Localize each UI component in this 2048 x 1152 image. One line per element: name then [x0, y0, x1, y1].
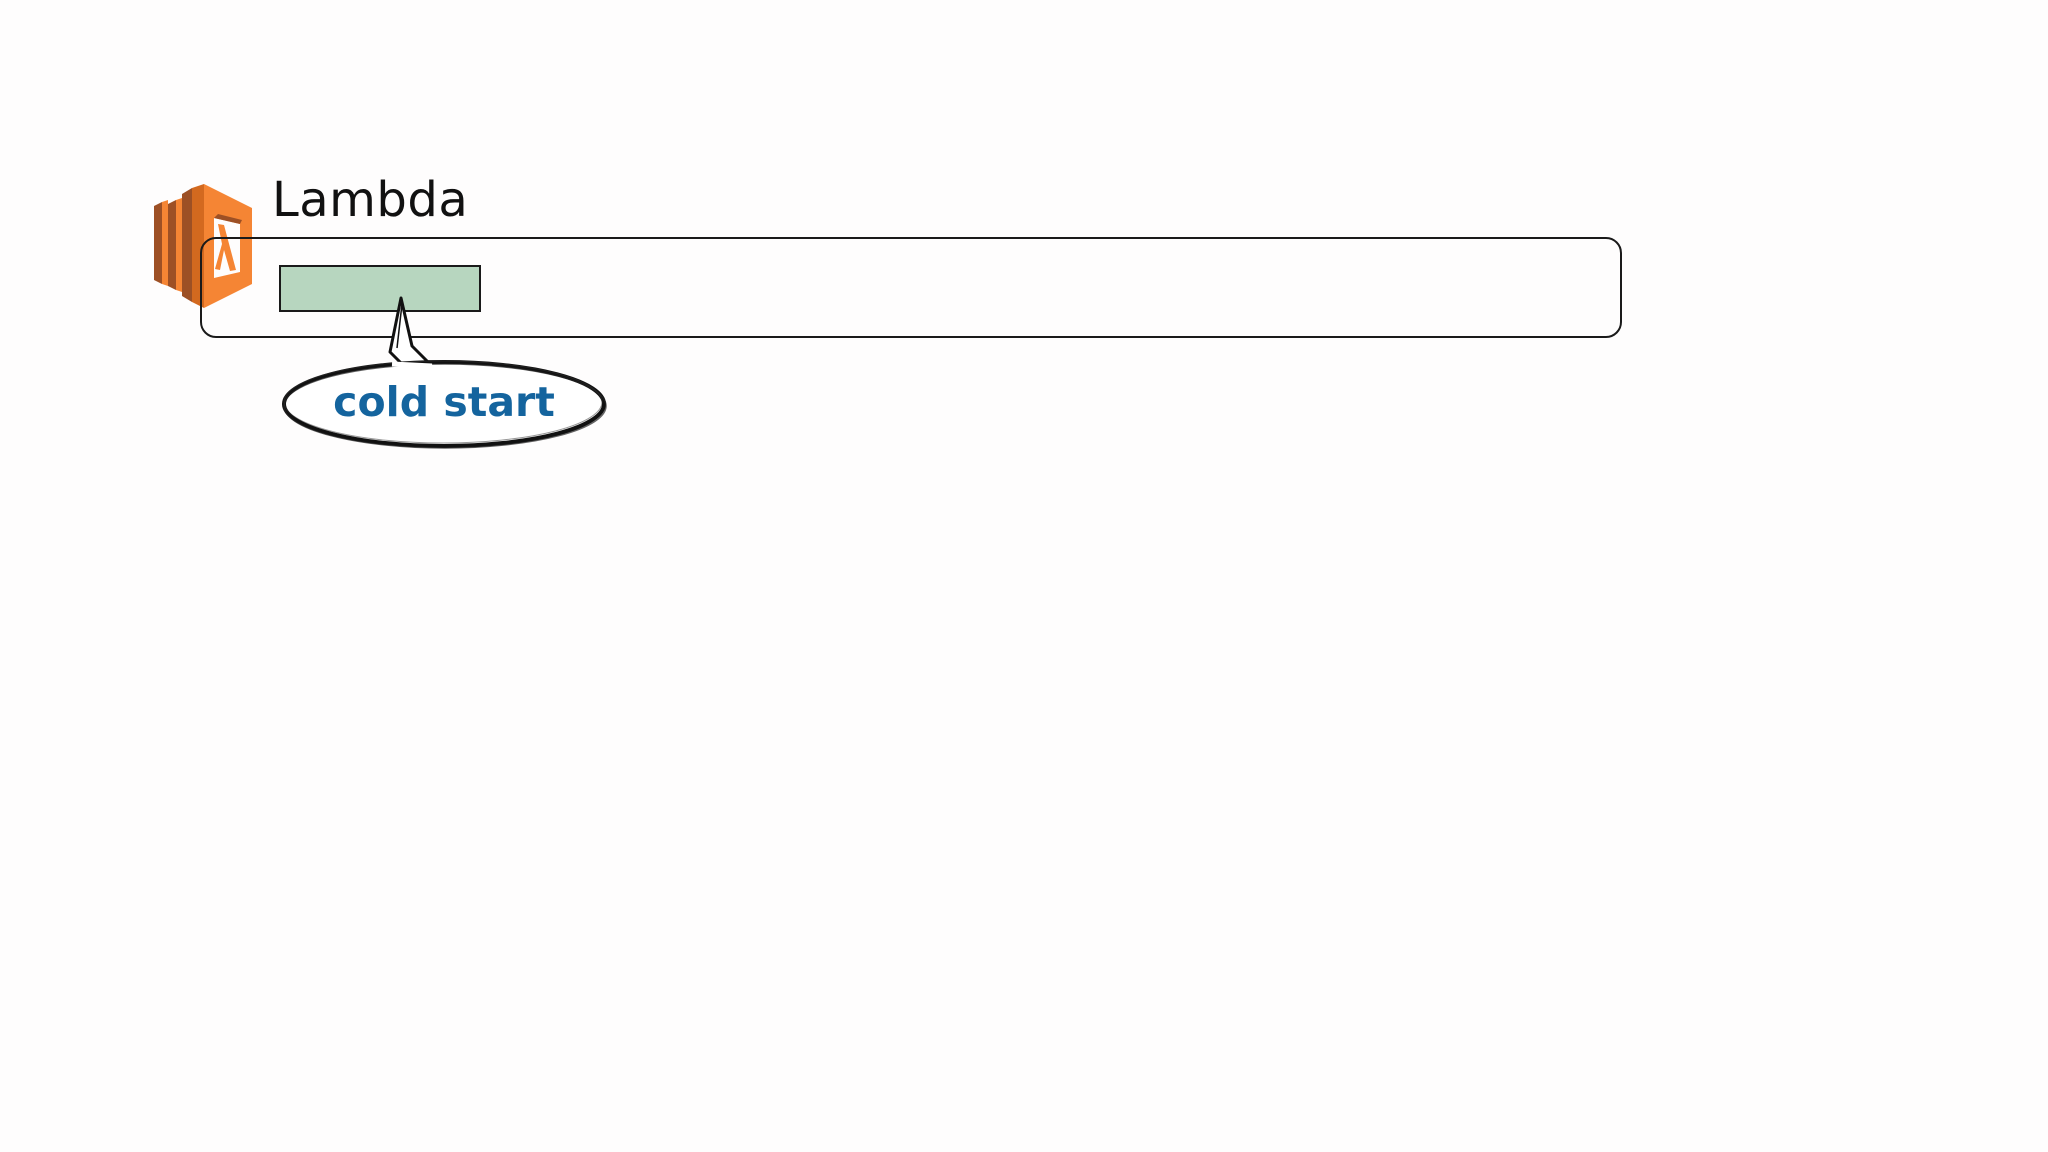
cold-start-segment	[279, 265, 481, 312]
cold-start-callout-bubble	[282, 296, 607, 449]
lambda-invocation-timeline	[200, 237, 1622, 338]
lambda-title: Lambda	[272, 172, 469, 228]
cold-start-label: cold start	[333, 378, 555, 426]
aws-lambda-icon	[154, 184, 252, 308]
